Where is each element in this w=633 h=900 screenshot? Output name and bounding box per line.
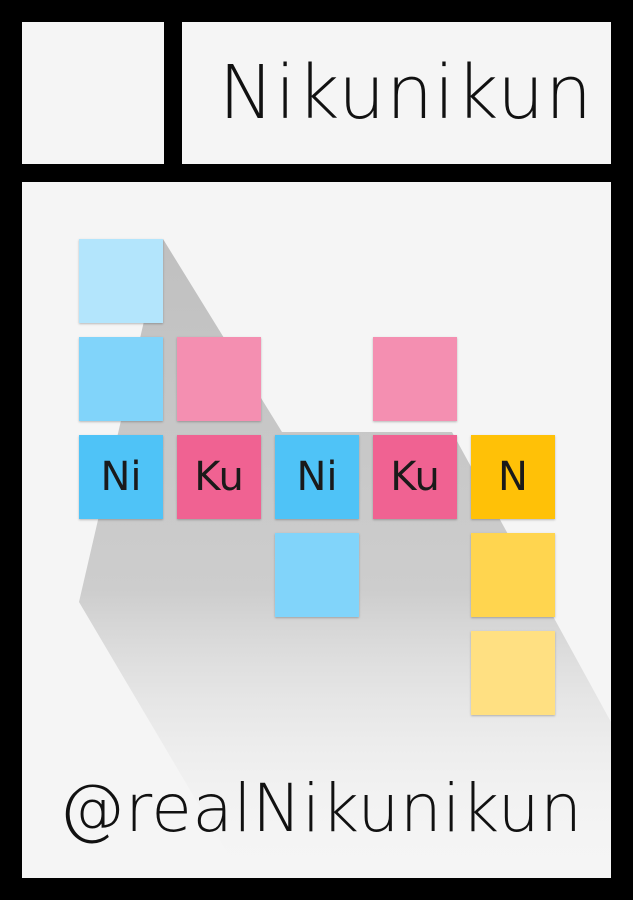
tile-blue-light — [79, 239, 163, 323]
tile-ku-1: Ku — [177, 435, 261, 519]
tile-blue-below — [275, 533, 359, 617]
tile-ni-1: Ni — [79, 435, 163, 519]
tile-ni-2: Ni — [275, 435, 359, 519]
social-handle: @realNikunikun — [58, 770, 583, 847]
tile-pink-light-2 — [373, 337, 457, 421]
tile-blue-mid — [79, 337, 163, 421]
tile-n: N — [471, 435, 555, 519]
tile-yellow-light — [471, 631, 555, 715]
logo-panel: Ni Ku Ni Ku N @realNikunikun — [22, 182, 611, 878]
title-panel: Nikunikun — [182, 22, 611, 164]
tile-ku-2: Ku — [373, 435, 457, 519]
page-title: Nikunikun — [218, 50, 593, 136]
tile-pink-light-1 — [177, 337, 261, 421]
tile-yellow-mid — [471, 533, 555, 617]
blank-square-panel — [22, 22, 164, 164]
